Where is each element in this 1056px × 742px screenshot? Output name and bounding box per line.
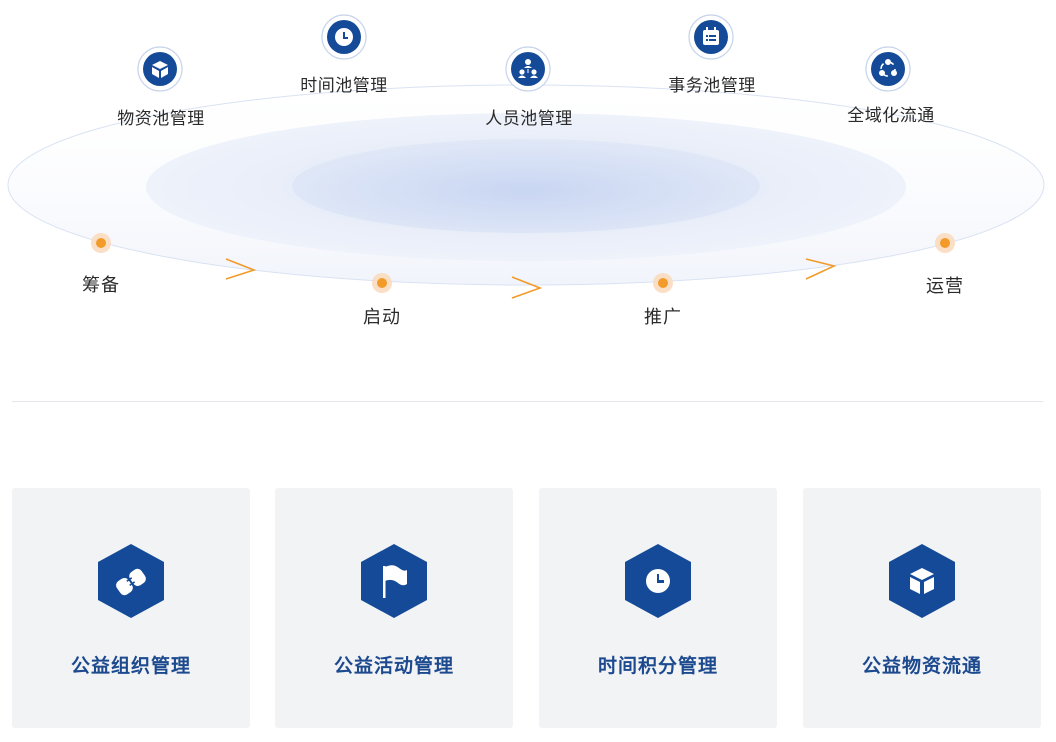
stage-dot: [372, 273, 392, 293]
stage-dot: [653, 273, 673, 293]
stage-label-launch: 启动: [363, 307, 401, 328]
stage-dot: [91, 233, 111, 253]
process-diagram: [7, 14, 1045, 299]
pool-label-material: 物资池管理: [117, 109, 205, 129]
clock-icon: [625, 544, 691, 618]
stage-label-prepare: 筹备: [82, 275, 120, 296]
card-material-circulation[interactable]: 公益物资流通: [803, 488, 1041, 728]
card-title: 公益组织管理: [70, 655, 191, 677]
flow-arrow: [225, 258, 257, 280]
handshake-icon: [98, 544, 164, 618]
card-title: 公益物资流通: [861, 655, 982, 677]
pool-label-time: 时间池管理: [300, 76, 388, 96]
pool-label-affairs: 事务池管理: [668, 76, 756, 96]
box-icon: [889, 544, 955, 618]
stage-label-operate: 运营: [926, 276, 964, 297]
stage-label-promote: 推广: [644, 307, 682, 328]
flag-icon: [361, 544, 427, 618]
card-org-management[interactable]: 公益组织管理: [12, 488, 250, 728]
flow-arrow: [805, 258, 837, 280]
box-icon: [137, 46, 183, 92]
flow-arrow: [511, 276, 543, 299]
card-activity-management[interactable]: 公益活动管理: [275, 488, 513, 728]
inner-orbit: [292, 139, 760, 233]
pool-label-people: 人员池管理: [485, 109, 573, 129]
card-time-points-management[interactable]: 时间积分管理: [539, 488, 777, 728]
card-title: 时间积分管理: [597, 655, 718, 677]
pool-label-circulation: 全域化流通: [847, 106, 935, 126]
calendar-list-icon: [688, 14, 734, 60]
stage-dot: [935, 233, 955, 253]
card-title: 公益活动管理: [333, 655, 454, 677]
people-network-icon: [505, 46, 551, 92]
section-divider: [12, 401, 1043, 402]
circulation-icon: [865, 46, 911, 92]
clock-icon: [321, 14, 367, 60]
